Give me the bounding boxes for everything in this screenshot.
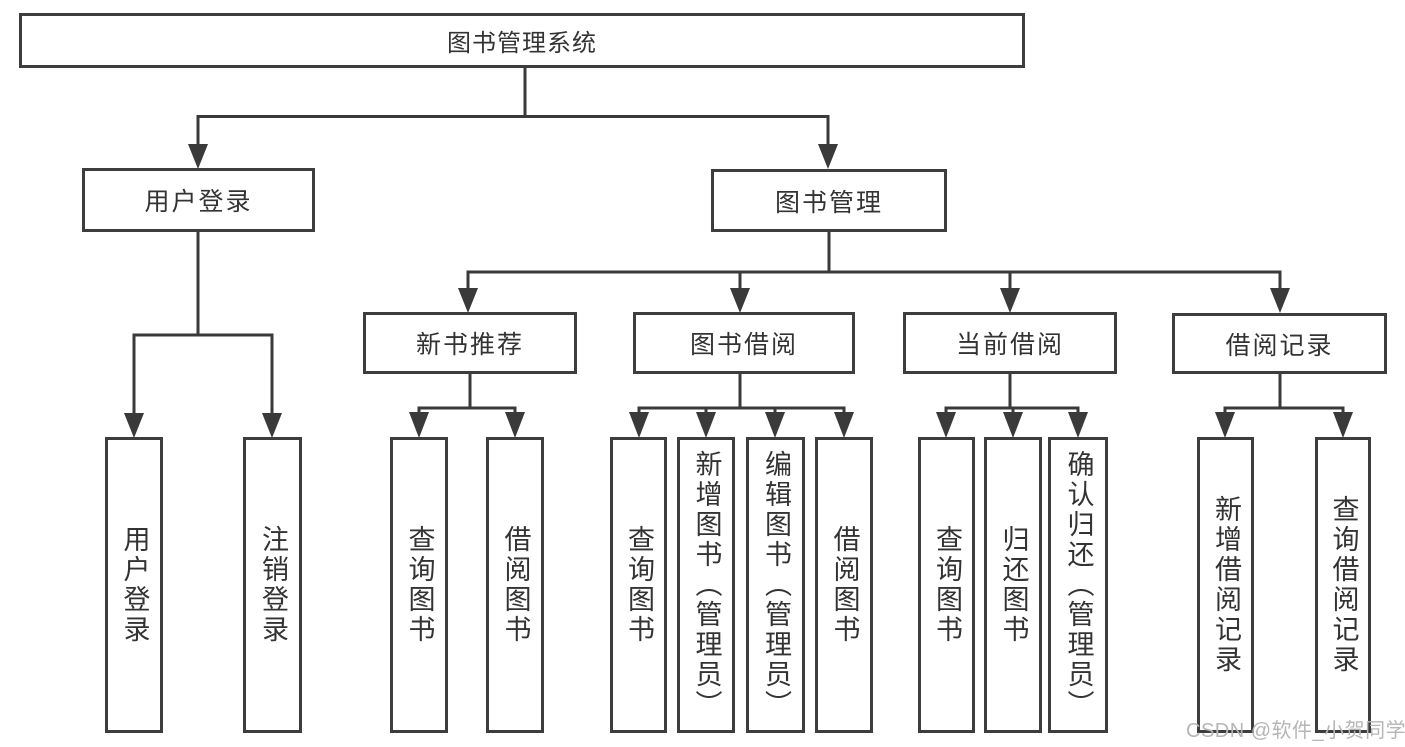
leaf-logout: 注销登录 <box>243 437 302 733</box>
leaf-edit-books-admin: 编辑图书（管理员） <box>746 437 805 733</box>
node-root: 图书管理系统 <box>19 13 1025 68</box>
node-root-label: 图书管理系统 <box>447 30 597 57</box>
node-book-borrow: 图书借阅 <box>633 312 855 374</box>
leaf-edit-books-admin-label: 编辑图书（管理员） <box>761 450 791 720</box>
leaf-confirm-return-admin: 确认归还（管理员） <box>1048 437 1108 733</box>
node-borrow-records: 借阅记录 <box>1172 313 1387 374</box>
node-book-management-label: 图书管理 <box>774 188 883 217</box>
leaf-query-books-3: 查询图书 <box>918 437 975 733</box>
leaf-query-borrow-record-label: 查询借阅记录 <box>1328 495 1359 675</box>
leaf-add-books-admin-label: 新增图书（管理员） <box>691 450 722 720</box>
node-current-borrow-label: 当前借阅 <box>955 331 1064 359</box>
leaf-query-borrow-record: 查询借阅记录 <box>1315 437 1371 733</box>
leaf-query-books-3-label: 查询图书 <box>932 525 962 645</box>
leaf-query-books-2-label: 查询图书 <box>624 525 654 645</box>
node-book-borrow-label: 图书借阅 <box>689 331 798 359</box>
node-book-management: 图书管理 <box>711 169 947 232</box>
node-new-book-recommend: 新书推荐 <box>363 312 577 374</box>
node-borrow-records-label: 借阅记录 <box>1225 331 1334 360</box>
leaf-borrow-books-2: 借阅图书 <box>815 437 873 733</box>
node-current-borrow: 当前借阅 <box>903 312 1117 374</box>
leaf-add-books-admin: 新增图书（管理员） <box>677 437 735 733</box>
node-user-login: 用户登录 <box>82 168 315 232</box>
node-user-login-label: 用户登录 <box>144 188 253 216</box>
leaf-query-books-2: 查询图书 <box>610 437 667 733</box>
leaf-borrow-books-1: 借阅图书 <box>486 437 544 733</box>
leaf-confirm-return-admin-label: 确认归还（管理员） <box>1063 450 1094 720</box>
node-new-book-recommend-label: 新书推荐 <box>415 331 524 359</box>
leaf-logout-label: 注销登录 <box>258 525 288 645</box>
leaf-borrow-books-1-label: 借阅图书 <box>500 525 531 645</box>
csdn-watermark: CSDN @软件_小贺同学 <box>1186 720 1405 742</box>
leaf-return-books: 归还图书 <box>984 437 1042 733</box>
leaf-query-books-1-label: 查询图书 <box>404 525 435 645</box>
leaf-borrow-books-2-label: 借阅图书 <box>829 525 860 645</box>
leaf-user-login-label: 用户登录 <box>119 525 150 645</box>
leaf-return-books-label: 归还图书 <box>998 525 1029 645</box>
leaf-add-borrow-record-label: 新增借阅记录 <box>1211 495 1241 675</box>
leaf-query-books-1: 查询图书 <box>390 437 448 733</box>
leaf-user-login: 用户登录 <box>105 437 163 733</box>
leaf-add-borrow-record: 新增借阅记录 <box>1197 437 1254 733</box>
